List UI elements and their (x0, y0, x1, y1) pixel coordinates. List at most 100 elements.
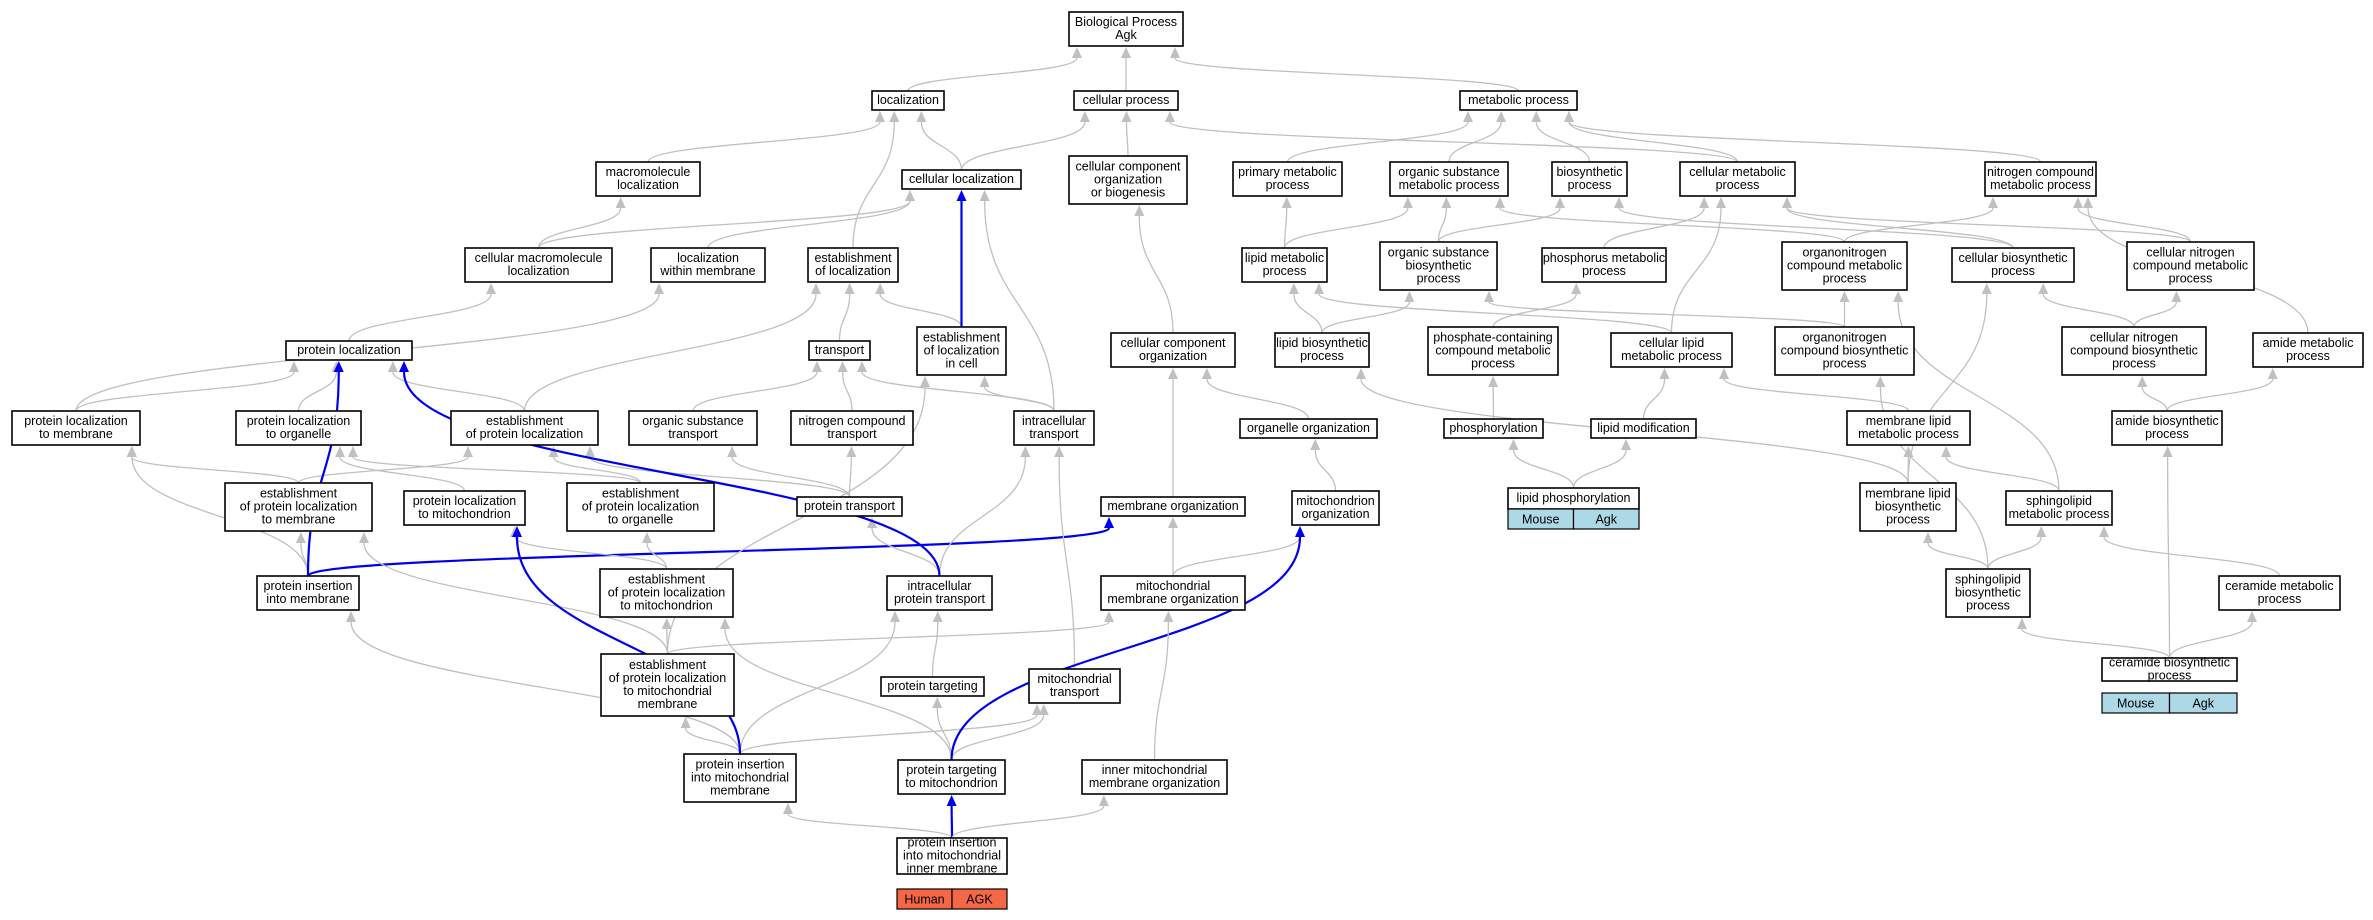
node-protein-targeting[interactable]: protein targeting (880, 676, 985, 697)
node-localization[interactable]: localization (871, 90, 945, 111)
node-label-line: compound biosynthetic (2070, 344, 2198, 358)
edge-protein_targeting_to_mitochondrion-to-protein_targeting (936, 707, 953, 761)
arrowhead (1098, 795, 1109, 806)
arrowhead (1121, 111, 1132, 122)
node-lipid-modification[interactable]: lipid modification (1590, 418, 1697, 439)
arrowhead (783, 803, 793, 814)
arrowhead (1699, 197, 1710, 208)
node-box (916, 326, 1007, 376)
arrowhead (1168, 368, 1178, 379)
node-transport[interactable]: transport (808, 340, 871, 361)
node-phosphorylation[interactable]: phosphorylation (1443, 418, 1544, 439)
arrowhead (932, 611, 943, 622)
node-membrane-organization[interactable]: membrane organization (1100, 496, 1246, 517)
node-cellular-localization[interactable]: cellular localization (901, 169, 1022, 190)
arrowhead (720, 618, 730, 629)
edge-protein_insertion_into_mito_membrane-to-mitochondrial_transport (739, 714, 1038, 755)
node-metabolic-process[interactable]: metabolic process (1459, 90, 1578, 111)
edge-nitrogen_compound_metabolic-to-metabolic_process (1568, 121, 2042, 163)
node-cellular-process[interactable]: cellular process (1073, 90, 1179, 111)
node-label-line: of protein localization (466, 427, 583, 441)
node-box (1679, 161, 1796, 197)
node-label-line: metabolic process (1990, 178, 2091, 192)
node-organelle-organization[interactable]: organelle organization (1239, 418, 1378, 439)
arrowhead (1038, 704, 1049, 715)
node-label-line: organization (1301, 507, 1369, 521)
node-label-line: cellular component (1076, 160, 1181, 174)
node-label-line: mitochondrial (1136, 579, 1210, 593)
arrowhead (1201, 368, 1212, 379)
node-box (901, 169, 1022, 190)
arrowhead (946, 795, 957, 806)
edge-establishment_protein_localization_to_membrane-to-establishment_protein_localization (297, 456, 469, 484)
node-box (600, 653, 735, 717)
node-box (807, 247, 899, 283)
node-protein-localization[interactable]: protein localization (285, 340, 413, 361)
edge-intracellular_transport-to-cellular_localization (983, 200, 1055, 412)
node-box (790, 410, 914, 446)
arrowhead (2017, 618, 2027, 629)
node-label-line: protein localization (413, 494, 517, 508)
node-label-line: of localization (924, 344, 1000, 358)
node-box (2111, 410, 2223, 446)
arrowhead (1310, 439, 1321, 450)
arrowhead (1104, 611, 1114, 622)
node-protein-transport[interactable]: protein transport (796, 496, 903, 517)
node-label-line: protein targeting (906, 763, 996, 777)
node-label-line: to membrane (39, 427, 113, 441)
